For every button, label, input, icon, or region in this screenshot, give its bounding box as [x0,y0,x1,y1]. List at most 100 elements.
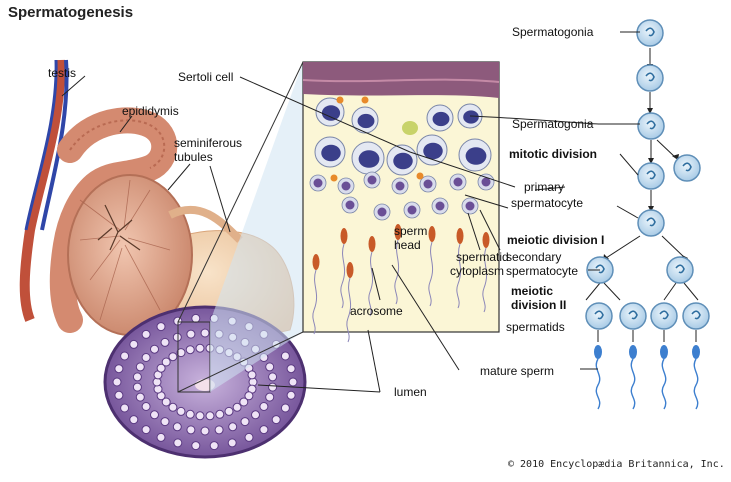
zoom-sperm [368,236,376,317]
zoom-cell [351,106,379,134]
tubule-cell [268,382,278,392]
tubule-cell [135,362,145,372]
zoom-sertoli-droplet [402,121,418,135]
flow-cell [637,209,665,237]
tubule-cell [286,390,296,400]
tubule-cell [129,415,139,425]
tubule-cell [141,402,151,411]
zoom-cell-small [391,177,409,195]
zoom-cell [315,97,345,127]
label-head: head [394,238,421,252]
tubule-cell [259,425,269,435]
tubule-cell [114,390,124,400]
leader-lines [61,31,640,393]
zoom-cell-small [337,177,355,195]
label-mature-sperm: mature sperm [480,364,555,378]
zoom-sperm [428,226,436,307]
tubule-cell [185,345,195,355]
tubule-cell [286,364,296,374]
tubule-cell [214,425,224,435]
label-spermatid: spermatid [456,250,509,264]
tubule-cell [161,397,171,407]
tubule-cell [168,352,178,362]
label-spermatids: spermatids [506,320,565,334]
tubule-cell [129,339,139,349]
tubule-cell [247,370,257,380]
tubule-cell [280,351,290,361]
flow-cell [673,154,701,182]
zoom-orange-granule [330,174,338,182]
tubule-cell [191,313,201,323]
tubule-cell [240,417,250,427]
tubule-cell [191,441,201,451]
tubule-cell [205,411,215,421]
label-tubules: tubules [174,150,213,164]
tubule-cell [120,403,130,413]
tubule-cell [168,402,178,412]
flow-cell [650,302,678,330]
label-meiotic: meiotic [511,284,554,298]
tubule-cell [156,432,166,442]
tubule-cell [244,391,254,401]
tubule-cell [280,403,290,413]
tubule-cell [114,364,124,374]
tubule-cell [200,426,210,436]
flow-cell [666,256,694,284]
tubule-cell [239,397,249,407]
zoom-cell-small [309,174,327,192]
label-meiotic-division-1: meiotic division I [507,233,605,247]
label-mitotic-division: mitotic division [509,147,598,161]
label-spermatocyte: spermatocyte [511,196,584,210]
label-sertoli-cell: Sertoli cell [178,70,234,84]
tubule-cell [141,353,151,362]
flow-cell [636,64,664,92]
flow-sperm-icon [692,345,700,410]
tubule-cell [156,363,166,373]
flow-sperm-icon [629,345,637,410]
tubule-cell [232,402,242,412]
tubule-cell [265,392,275,402]
zoom-cell-small [431,197,449,215]
label-division-2: division II [511,298,567,312]
zoom-orange-granule [336,96,344,104]
diagram-title: Spermatogenesis [8,4,134,21]
zoom-cell-small [373,203,391,221]
label-acrosome: acrosome [350,304,403,318]
tubule-cell [150,344,159,354]
zoom-orange-granule [361,96,369,104]
copyright-notice: © 2010 Encyclopædia Britannica, Inc. [508,459,725,470]
label-epididymis: epididymis [122,104,179,118]
zoom-cell [386,144,418,176]
label-secondary: secondary [506,250,562,264]
label-primary: primary [524,180,565,194]
tubule-cell [259,402,269,411]
zoom-cell-small [403,201,421,219]
zoom-cell [426,104,454,132]
label-cytoplasm: cytoplasm [450,264,505,278]
tubule-cell [120,351,130,361]
label-spermatogonia-1: Spermatogonia [512,25,594,39]
label-sperm: sperm [394,224,428,238]
tubule-cell [132,382,142,392]
tubule-cell [176,348,186,358]
flow-cell [682,302,710,330]
tubule-cell [228,422,238,432]
flow-sperm-icon [660,345,668,410]
tubule-cell [173,438,183,448]
zoom-cell-small [477,173,495,191]
flow-cell [619,302,647,330]
zoom-sperm [312,254,320,335]
tubule-cell [186,425,196,435]
zoom-cell [457,103,483,129]
tubule-cell [251,410,260,420]
flow-cell [636,19,664,47]
label-spermatogonia-2: Spermatogonia [512,117,594,131]
tubule-cell [172,332,182,342]
zoom-cell-small [363,171,381,189]
tubule-cell [135,392,145,402]
tubule-cell [141,425,151,435]
tubule-cell [185,409,195,419]
tubule-cell [160,337,170,347]
tubule-cell [132,372,142,382]
